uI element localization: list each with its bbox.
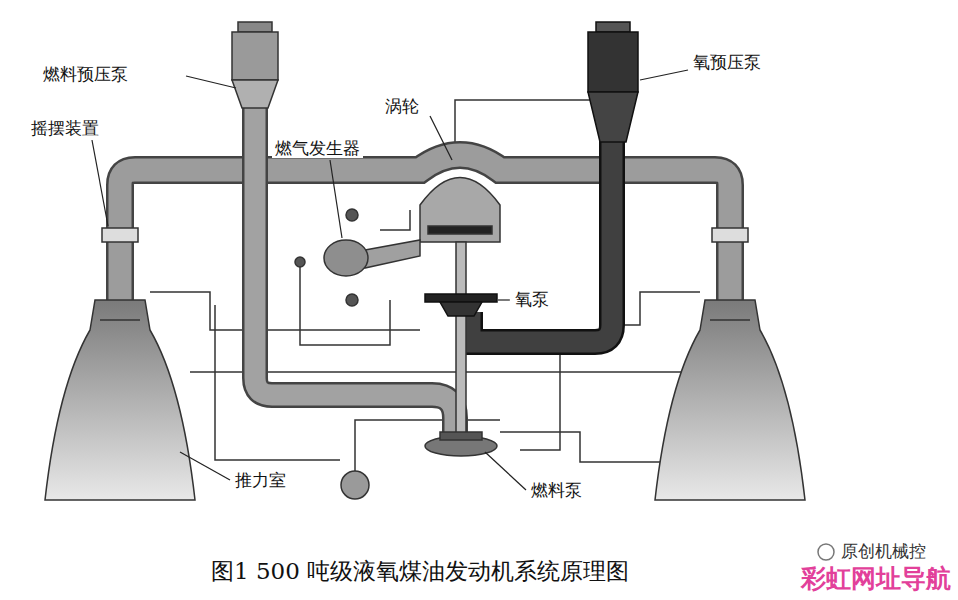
left-thrust-chamber (45, 228, 195, 500)
control-lines (150, 292, 420, 330)
left-thrust-chamber (102, 228, 138, 242)
part-label: 推力室 (232, 470, 289, 490)
part-label: 燃气发生器 (272, 138, 363, 158)
gas-generator (346, 294, 358, 306)
oxygen-prepump (596, 22, 630, 32)
leader-lines (180, 452, 230, 480)
turbine (420, 178, 500, 243)
leader-lines (330, 160, 342, 238)
wechat-icon (818, 544, 834, 560)
turbine (428, 226, 492, 234)
gas-generator (295, 209, 420, 306)
pump-shaft (456, 242, 466, 442)
control-lines (620, 292, 700, 325)
pump-shaft (456, 242, 466, 442)
right-thrust-chamber (655, 300, 805, 500)
leader-lines (640, 70, 688, 80)
fuel-pipe (255, 105, 455, 440)
gas-generator (324, 240, 368, 276)
wechat-icon (818, 544, 834, 560)
watermark: 原创机械控 (838, 541, 929, 561)
fuel-prepump (232, 80, 278, 108)
part-label: 燃料泵 (528, 480, 585, 500)
fuel-manifold (120, 155, 730, 300)
leader-lines (498, 299, 510, 300)
figure-caption: 图1 500 吨级液氧煤油发动机系统原理图 (211, 558, 629, 586)
control-lines (500, 432, 660, 462)
tank-symbol (341, 471, 369, 499)
oxygen-prepump (588, 92, 638, 142)
part-label: 涡轮 (382, 96, 422, 116)
leader-lines (186, 76, 236, 88)
leader-lines (485, 452, 526, 490)
gas-generator (346, 209, 358, 221)
right-thrust-chamber (712, 228, 748, 242)
tank-symbol (341, 471, 369, 499)
oxygen-pump (440, 302, 482, 316)
fuel-manifold (120, 155, 730, 300)
fuel-pipe (255, 105, 455, 440)
part-label: 摇摆装置 (28, 118, 102, 138)
part-label: 氧预压泵 (690, 52, 764, 72)
fuel-pump (440, 432, 482, 440)
leader-lines (430, 116, 452, 160)
fuel-pipe (255, 105, 455, 440)
control-lines (520, 350, 560, 450)
control-lines (380, 210, 410, 230)
oxygen-prepump (588, 32, 638, 92)
fuel-prepump (238, 22, 272, 32)
right-thrust-chamber (710, 319, 750, 321)
part-label: 氧泵 (512, 289, 552, 309)
leader-lines (92, 70, 688, 490)
right-thrust-chamber (655, 228, 805, 500)
part-label: 燃料预压泵 (40, 64, 131, 84)
oxygen-pump (425, 294, 497, 316)
gas-generator (295, 257, 305, 267)
fuel-prepump (232, 22, 278, 108)
gas-generator (365, 240, 420, 268)
oxygen-pump (425, 294, 497, 302)
control-lines (355, 420, 500, 471)
left-thrust-chamber (45, 300, 195, 500)
fuel-manifold (120, 155, 730, 300)
leader-lines (92, 140, 108, 226)
fuel-prepump (232, 32, 278, 80)
oxygen-prepump (588, 22, 638, 142)
turbine (420, 178, 500, 243)
left-thrust-chamber (100, 319, 140, 321)
watermark: 彩虹网址导航 (798, 564, 954, 594)
